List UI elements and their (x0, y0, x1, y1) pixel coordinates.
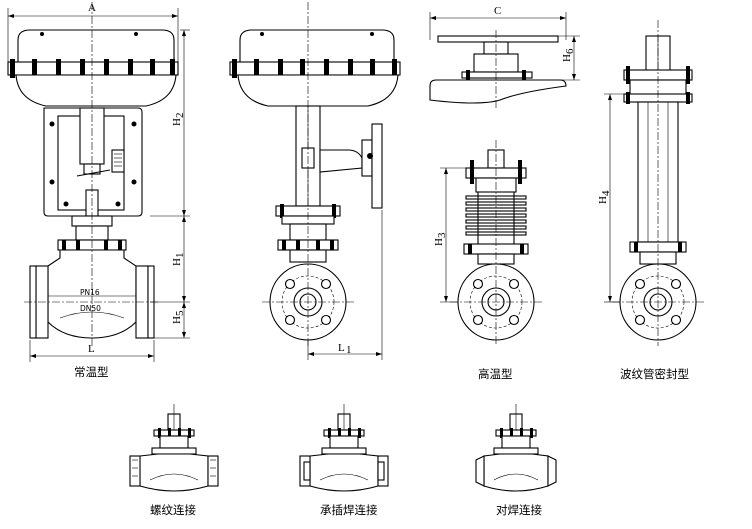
caption-threaded: 螺纹连接 (150, 503, 196, 517)
dim-H4-sub: 4 (600, 190, 612, 196)
high-temp-view: C H 6 (429, 5, 580, 381)
dim-H1-sub: 1 (174, 253, 186, 259)
caption-butt-weld: 对焊连接 (496, 503, 542, 517)
normal-type-front-view: A (7, 2, 190, 379)
dn-label: DN50 (80, 304, 101, 313)
caption-bellows: 波纹管密封型 (620, 367, 689, 381)
normal-type-side-view: L 1 (229, 2, 401, 360)
dim-H5: H (171, 316, 183, 324)
socket-weld-connection-view: 承插焊连接 (299, 404, 389, 517)
dim-H6-sub: 6 (564, 48, 576, 54)
caption-normal: 常温型 (74, 365, 109, 379)
dim-H5-sub: 5 (174, 310, 186, 316)
caption-high-temp: 高温型 (478, 367, 513, 381)
butt-weld-connection-view: 对焊连接 (475, 404, 557, 517)
dim-H2-sub: 2 (174, 113, 186, 119)
dim-H6: H (561, 54, 573, 62)
dim-H3: H (433, 238, 445, 246)
pn-label: PN16 (80, 288, 100, 297)
dim-C: C (494, 5, 501, 17)
dim-L: L (88, 343, 95, 355)
caption-socket-weld: 承插焊连接 (320, 503, 378, 517)
dim-H3-sub: 3 (436, 232, 448, 238)
bellows-seal-view: H 4 波纹管密封型 (597, 20, 704, 381)
dim-H1: H (171, 258, 183, 266)
dim-L1: L (338, 342, 345, 354)
dim-L1-sub: 1 (346, 344, 352, 356)
dim-H2: H (171, 118, 183, 126)
dim-H4: H (597, 196, 609, 204)
threaded-connection-view: 螺纹连接 (129, 404, 219, 517)
flange-bolts-top (10, 32, 175, 78)
